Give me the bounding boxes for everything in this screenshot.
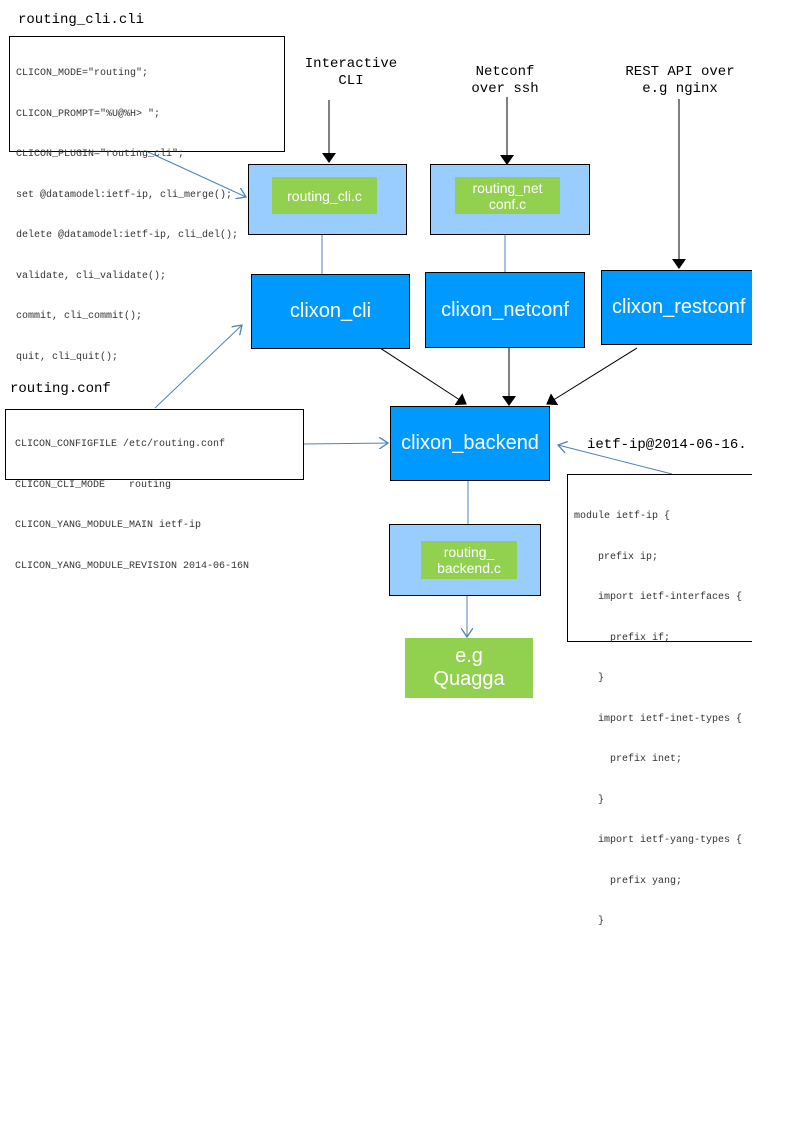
code-line: module ietf-ip {	[574, 511, 671, 522]
clixon-netconf: clixon_netconf	[425, 272, 585, 348]
code-line: prefix inet;	[574, 754, 683, 765]
label-line: CLI	[338, 73, 364, 89]
arrow-conf-to-cli	[154, 325, 242, 409]
code-line: }	[574, 673, 605, 684]
input-rest-api: REST API over e.g nginx	[600, 64, 752, 98]
code-line: CLICON_YANG_MODULE_REVISION 2014-06-16N	[15, 560, 250, 572]
netconf-plugin: routing_net conf.c	[455, 177, 560, 214]
label-line: conf.c	[488, 195, 527, 212]
label-line: e.g nginx	[642, 81, 718, 97]
code-line: prefix yang;	[574, 875, 683, 887]
label-line: Netconf	[475, 64, 535, 80]
code-line: delete @datamodel:ietf-ip, cli_del();	[16, 230, 239, 241]
code-line: prefix ip;	[574, 551, 659, 563]
code-line: }	[574, 794, 605, 806]
code-line: CLICON_YANG_MODULE_MAIN ietf-ip	[15, 520, 202, 531]
input-netconf-ssh: Netconf over ssh	[435, 64, 575, 98]
config-box: CLICON_CONFIGFILE /etc/routing.conf CLIC…	[5, 409, 304, 572]
code-line: CLICON_CONFIGFILE /etc/routing.conf	[15, 439, 226, 450]
clixon-restconf: clixon_restconf	[601, 270, 752, 345]
yang-title: ietf-ip@2014-06-16.	[587, 437, 747, 453]
code-line: CLICON_MODE="routing";	[16, 68, 149, 79]
label-line: Quagga	[433, 668, 505, 690]
code-line: validate, cli_validate();	[16, 270, 167, 282]
input-interactive-cli: Interactive CLI	[281, 56, 421, 90]
code-line: import ietf-inet-types {	[574, 713, 743, 725]
label-line: routing_net	[472, 179, 543, 196]
arrow-clispec-to-plugin	[147, 151, 246, 197]
cli-plugin: routing_cli.c	[272, 177, 377, 214]
clixon-cli: clixon_cli	[251, 274, 410, 349]
config-title: routing.conf	[10, 381, 111, 397]
code-line: }	[574, 916, 605, 927]
code-line: import ietf-interfaces {	[574, 592, 743, 603]
code-line: prefix if;	[574, 632, 671, 644]
arrow-restconf-to-backend	[546, 347, 638, 406]
backend-plugin: routing_ backend.c	[421, 541, 517, 579]
label-line: Interactive	[304, 56, 398, 72]
quagga-target: e.g Quagga	[405, 638, 533, 698]
code-line: CLICON_CLI_MODE routing	[15, 479, 172, 491]
code-line: CLICON_PLUGIN="routing_cli";	[16, 149, 185, 160]
cli-spec-box: CLICON_MODE="routing"; CLICON_PROMPT="%U…	[9, 36, 285, 363]
label-line: routing_	[443, 544, 495, 560]
code-line: set @datamodel:ietf-ip, cli_merge();	[16, 189, 233, 201]
arrow-yang-to-backend	[558, 445, 673, 475]
cli-spec-title: routing_cli.cli	[18, 12, 145, 28]
clixon-backend: clixon_backend	[390, 406, 550, 481]
arrow-conf-to-backend	[302, 443, 388, 444]
yang-box: module ietf-ip { prefix ip; import ietf-…	[567, 474, 752, 927]
code-line: import ietf-yang-types {	[574, 835, 743, 846]
arrow-cli-to-backend	[376, 345, 467, 405]
code-line: quit, cli_quit();	[16, 351, 119, 363]
label-line: REST API over	[625, 64, 735, 80]
code-line: commit, cli_commit();	[16, 311, 143, 322]
label-line: over ssh	[471, 81, 539, 97]
label-line: e.g	[455, 645, 483, 667]
code-line: CLICON_PROMPT="%U@%H> ";	[16, 108, 161, 120]
diagram-canvas: routing_cli.cli CLICON_MODE="routing"; C…	[5, 12, 752, 927]
label-line: backend.c	[437, 560, 501, 576]
